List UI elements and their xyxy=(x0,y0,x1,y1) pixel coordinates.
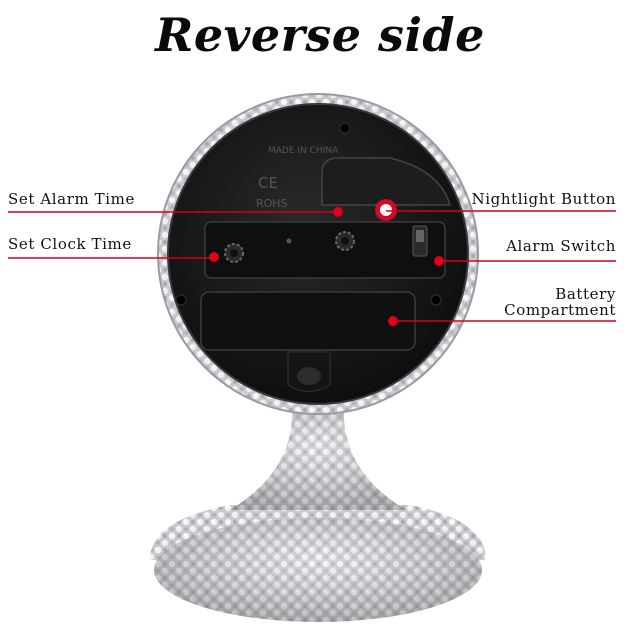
alarm-time-knob xyxy=(335,231,355,251)
rhinestone-base xyxy=(150,405,486,622)
callout-battery-line2: Compartment xyxy=(504,301,616,319)
battery-marker xyxy=(388,316,398,326)
callout-lines xyxy=(8,210,616,322)
battery-compartment-icon xyxy=(200,291,416,351)
alarm-switch-marker xyxy=(434,256,444,266)
callout-alarm-switch: Alarm Switch xyxy=(506,237,616,255)
callout-nightlight-button: Nightlight Button xyxy=(471,190,616,208)
callout-battery-line1: Battery xyxy=(555,285,616,303)
alarm-time-marker xyxy=(333,207,343,217)
made-in-text: MADE IN CHINA xyxy=(268,146,339,156)
page-title: Reverse side xyxy=(155,8,485,62)
callout-dots xyxy=(209,207,444,326)
clock-back-panel: MADE IN CHINA CE ROHS xyxy=(167,103,469,405)
clock-time-marker xyxy=(209,252,219,262)
callout-set-clock-time: Set Clock Time xyxy=(8,235,132,253)
callout-set-alarm-time: Set Alarm Time xyxy=(8,190,135,208)
callout-battery-compartment: Battery Compartment xyxy=(504,286,616,318)
clock-time-knob xyxy=(224,243,244,263)
rohs-mark: ROHS xyxy=(256,197,288,210)
ce-mark: CE xyxy=(258,174,278,192)
